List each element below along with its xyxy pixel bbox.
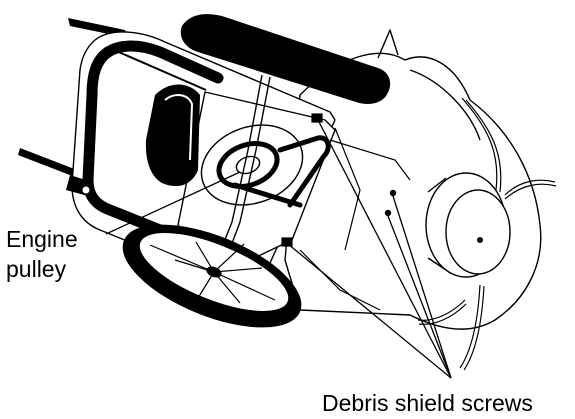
debris-shield-screws-label: Debris shield screws [322,390,533,416]
engine-pulley-label-line-1: Engine [6,226,78,252]
engine-pulley-label-line-2: pulley [6,256,66,282]
